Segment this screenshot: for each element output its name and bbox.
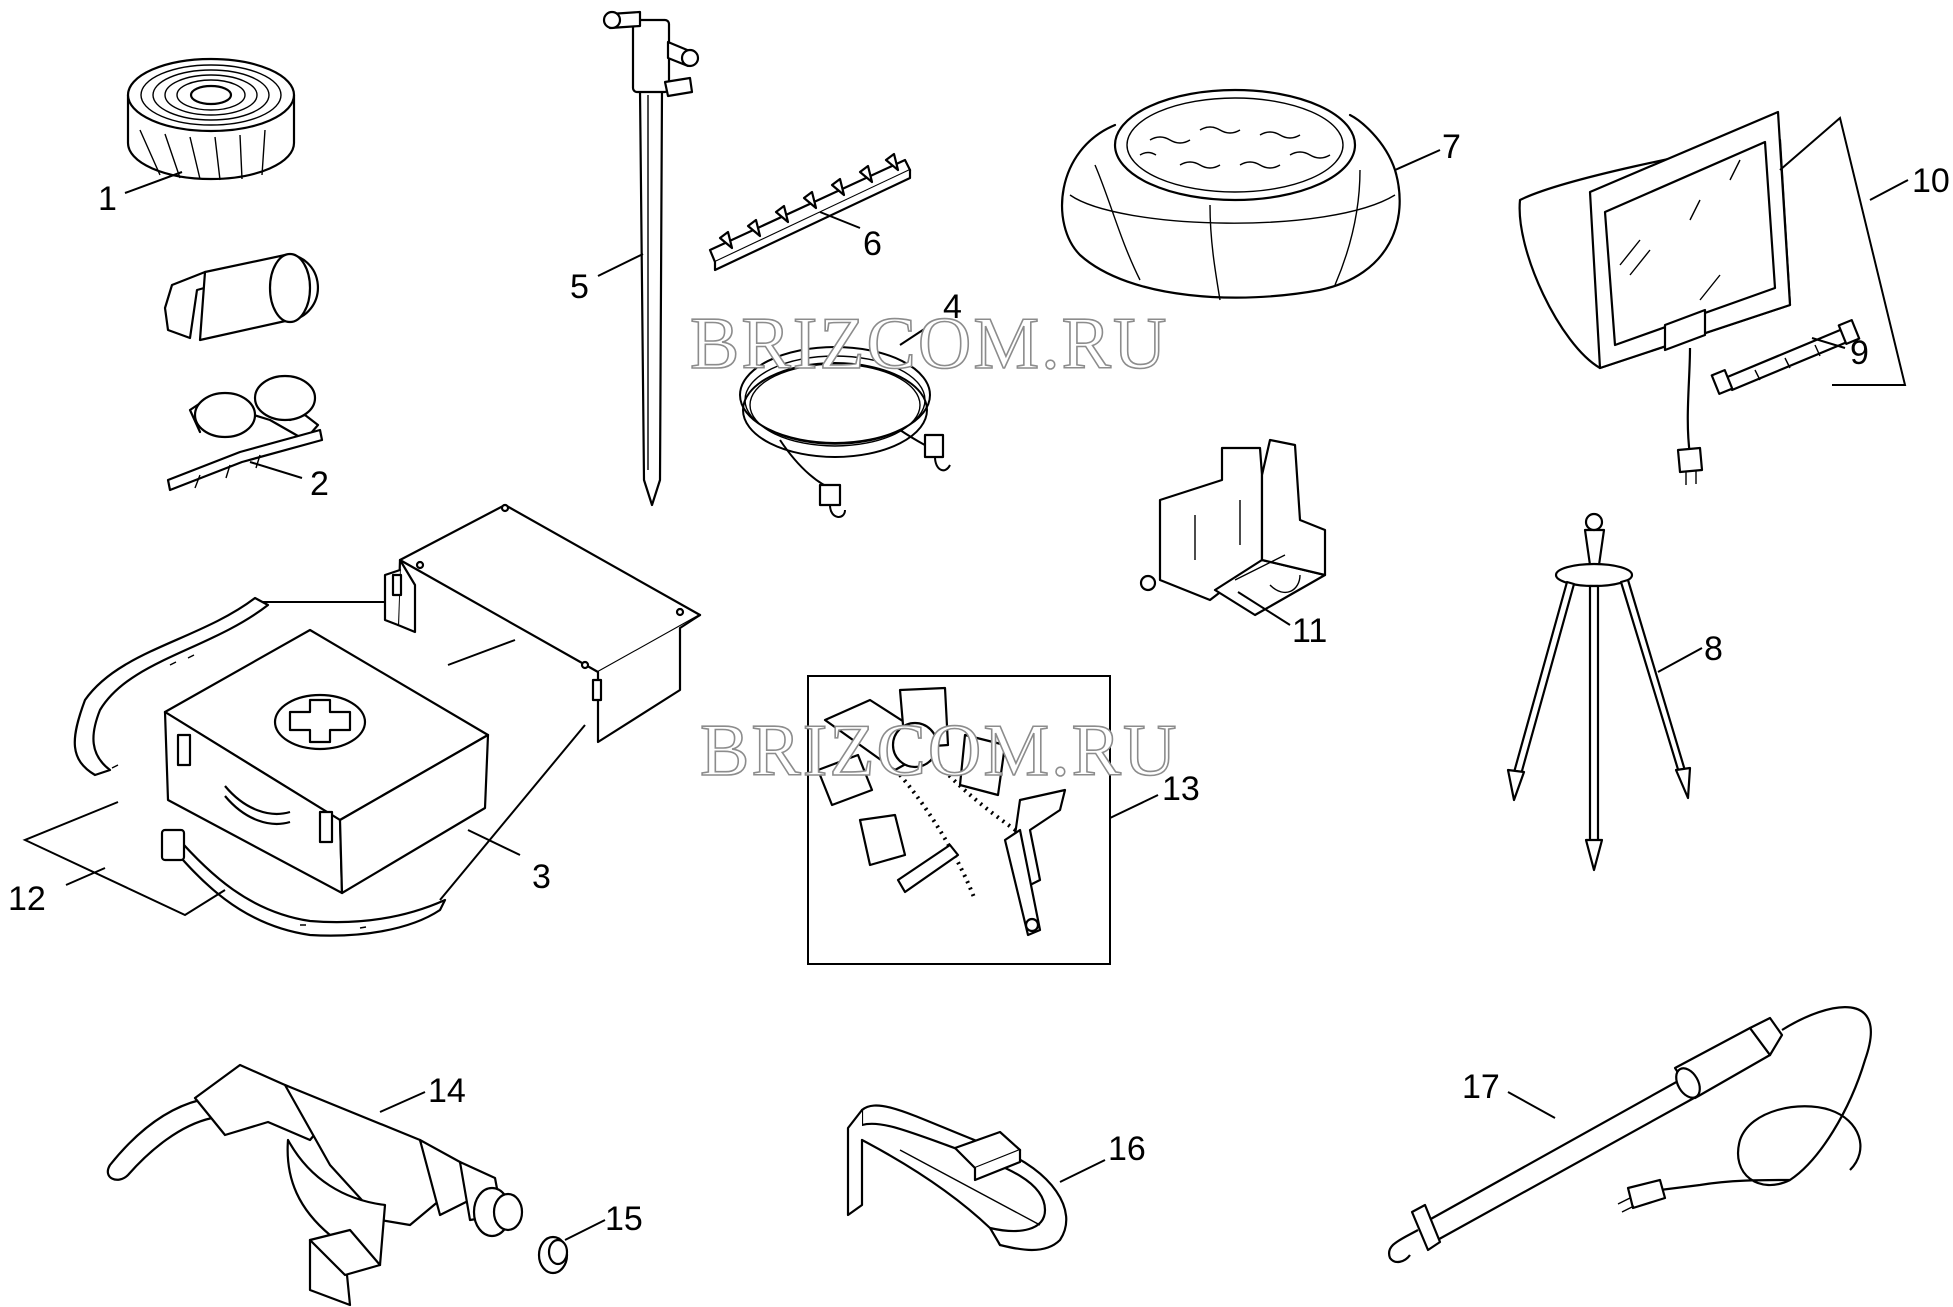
leader-8	[1657, 647, 1703, 673]
callout-11: 11	[1292, 612, 1327, 650]
callout-17: 17	[1462, 1068, 1500, 1106]
part-5-stake	[602, 10, 700, 507]
callout-8: 8	[1704, 630, 1723, 668]
leader-3-to-cover	[439, 724, 586, 901]
leader-12-dim-a	[447, 639, 516, 666]
part-17-inspection-lamp	[1387, 1006, 1872, 1264]
callout-16: 16	[1108, 1130, 1146, 1168]
part-3-first-aid-kit	[73, 503, 702, 937]
part-2-extinguisher-holder	[163, 252, 324, 492]
leader-6	[819, 211, 861, 229]
leader-4	[899, 319, 939, 346]
callout-15: 15	[605, 1200, 643, 1238]
watermark-middle: BRIZCOM.RU	[700, 710, 1178, 792]
callout-2: 2	[310, 465, 329, 503]
callout-6: 6	[863, 225, 882, 263]
part-9-halogen-tube	[1710, 319, 1861, 395]
leader-1	[124, 171, 183, 194]
callout-1: 1	[98, 180, 117, 218]
callout-9: 9	[1850, 334, 1869, 372]
part-1-tape-roll	[126, 57, 296, 181]
part-10-floodlight	[1518, 110, 1792, 485]
part-14-fuel-nozzle	[106, 1063, 524, 1307]
leader-10	[1869, 179, 1909, 201]
leader-16	[1059, 1159, 1106, 1183]
callout-12: 12	[8, 880, 46, 918]
part-15-seal-ring	[537, 1235, 569, 1275]
leader-12	[65, 867, 106, 886]
leader-15	[564, 1219, 606, 1241]
callout-13: 13	[1162, 770, 1200, 808]
callout-4: 4	[943, 288, 962, 326]
leader-17	[1507, 1091, 1556, 1119]
part-16-tie-strap	[846, 1104, 1068, 1252]
callout-3: 3	[532, 858, 551, 896]
leader-14	[379, 1091, 426, 1113]
leader-9	[1811, 337, 1846, 349]
leader-13	[1109, 794, 1159, 819]
part-4-cable	[739, 346, 951, 518]
part-8-tripod	[1506, 512, 1692, 872]
callout-7: 7	[1442, 128, 1461, 166]
leader-12-bracket	[22, 801, 226, 917]
leader-11	[1237, 591, 1291, 626]
part-11-corner-bracket	[1139, 438, 1327, 617]
leader-5	[597, 253, 644, 277]
callout-10: 10	[1912, 162, 1950, 200]
callout-5: 5	[570, 268, 589, 306]
leader-2	[249, 461, 303, 479]
part-7-basin	[1061, 88, 1401, 301]
callout-14: 14	[428, 1072, 466, 1110]
leader-3	[467, 829, 521, 856]
watermark-top: BRIZCOM.RU	[690, 303, 1168, 385]
part-13-key-set	[807, 675, 1111, 965]
leader-10-bracket	[1779, 116, 1907, 386]
part-6-rail-strip	[708, 152, 912, 272]
leader-7	[1394, 149, 1441, 171]
